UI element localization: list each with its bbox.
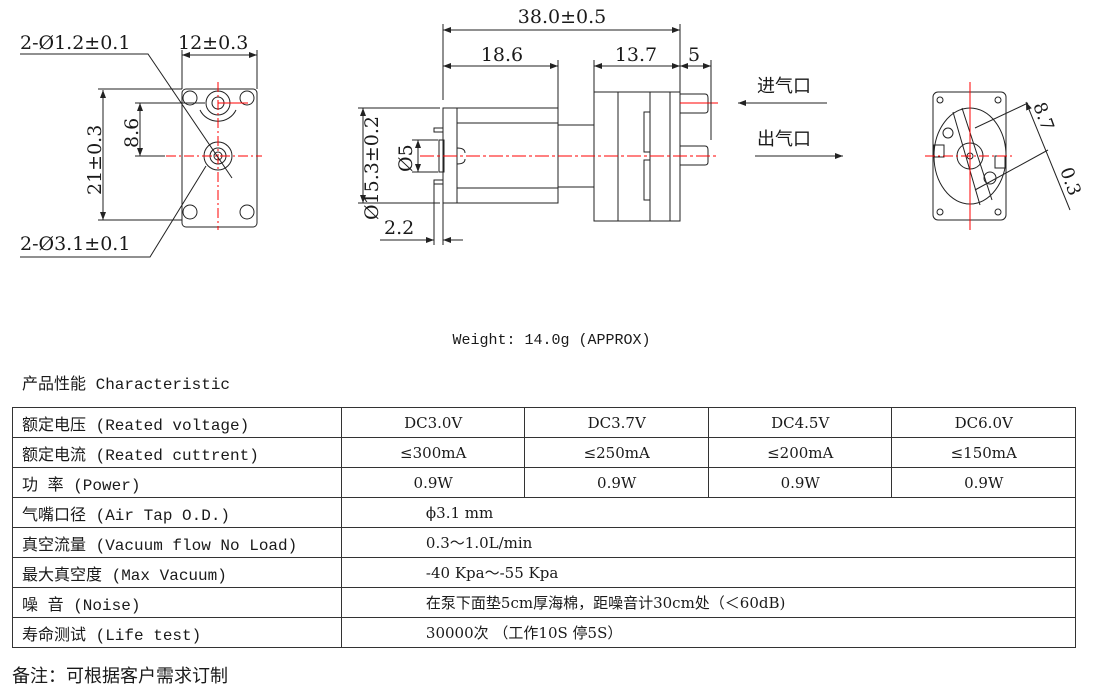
back-dim-a: 8.7 bbox=[1028, 100, 1058, 134]
cell: ≤250mA bbox=[524, 437, 709, 468]
outlet-label: 出气口 bbox=[757, 129, 811, 150]
row-label: 噪 音 (Noise) bbox=[12, 587, 342, 618]
diameter-dim: Ø15.3±0.2 bbox=[361, 116, 383, 220]
table-row: 气嘴口径 (Air Tap O.D.)ϕ3.1 mm bbox=[12, 497, 1077, 528]
length-dim: 38.0±0.5 bbox=[518, 6, 606, 28]
cell: 0.9W bbox=[524, 467, 709, 498]
front-view: 2-Ø1.2±0.1 12±0.3 21±0.3 8.6 2-Ø3.1±0.1 bbox=[20, 32, 262, 258]
row-label: 寿命测试 (Life test) bbox=[12, 617, 342, 648]
row-label: 额定电流 (Reated cuttrent) bbox=[12, 437, 342, 468]
cell: ≤300mA bbox=[340, 437, 526, 468]
row-label: 最大真空度 (Max Vacuum) bbox=[12, 557, 342, 588]
cell: 30000次 （工作10S 停5S） bbox=[340, 617, 1077, 648]
flange-dim: 2.2 bbox=[384, 217, 414, 239]
port-length-dim: 5 bbox=[688, 44, 700, 66]
cell: ≤150mA bbox=[891, 437, 1076, 468]
width-dim: 12±0.3 bbox=[178, 32, 248, 54]
cell: DC3.7V bbox=[524, 407, 709, 438]
cell: 0.9W bbox=[340, 467, 526, 498]
cell: DC6.0V bbox=[891, 407, 1076, 438]
cell: 0.9W bbox=[891, 467, 1076, 498]
technical-drawing: 2-Ø1.2±0.1 12±0.3 21±0.3 8.6 2-Ø3.1±0.1 bbox=[20, 6, 1085, 258]
row-label: 额定电压 (Reated voltage) bbox=[12, 407, 342, 438]
inlet-label: 进气口 bbox=[757, 76, 811, 97]
motor-length-dim: 18.6 bbox=[481, 44, 523, 66]
section-title: 产品性能 Characteristic bbox=[22, 376, 231, 394]
cell: DC4.5V bbox=[707, 407, 893, 438]
table-row: 真空流量 (Vacuum flow No Load)0.3～1.0L/min bbox=[12, 527, 1077, 558]
weight-label: Weight: 14.0g (APPROX) bbox=[452, 332, 651, 349]
cell: ≤200mA bbox=[707, 437, 893, 468]
cell: 0.3～1.0L/min bbox=[340, 527, 1077, 558]
back-dim-b: 0.3 bbox=[1055, 165, 1085, 199]
table-row: 寿命测试 (Life test)30000次 （工作10S 停5S） bbox=[12, 617, 1077, 648]
row-label: 功 率 (Power) bbox=[12, 467, 342, 498]
cell: ϕ3.1 mm bbox=[340, 497, 1077, 528]
row-label: 真空流量 (Vacuum flow No Load) bbox=[12, 527, 342, 558]
footnote: 备注：可根据客户需求订制 bbox=[12, 666, 228, 687]
back-view: 8.7 0.3 bbox=[925, 82, 1085, 230]
cell: 在泵下面垫5cm厚海棉，距噪音计30cm处（＜60dB) bbox=[340, 587, 1077, 618]
cell: -40 Kpa～-55 Kpa bbox=[340, 557, 1077, 588]
head-length-dim: 13.7 bbox=[615, 44, 657, 66]
shaft-dim: Ø5 bbox=[395, 144, 417, 172]
hole-note: 2-Ø1.2±0.1 bbox=[20, 32, 130, 54]
row-label: 气嘴口径 (Air Tap O.D.) bbox=[12, 497, 342, 528]
cell: 0.9W bbox=[707, 467, 893, 498]
height-dim: 21±0.3 bbox=[84, 125, 106, 195]
side-view: 38.0±0.5 18.6 13.7 5 Ø15.3±0.2 Ø5 2.2 进气… bbox=[358, 6, 843, 245]
port-note: 2-Ø3.1±0.1 bbox=[20, 233, 130, 255]
table-row: 噪 音 (Noise)在泵下面垫5cm厚海棉，距噪音计30cm处（＜60dB) bbox=[12, 587, 1077, 618]
table-row: 最大真空度 (Max Vacuum)-40 Kpa～-55 Kpa bbox=[12, 557, 1077, 588]
port-spacing-dim: 8.6 bbox=[121, 118, 143, 148]
cell: DC3.0V bbox=[340, 407, 526, 438]
table-row: 额定电流 (Reated cuttrent)≤300mA≤250mA≤200mA… bbox=[12, 437, 1076, 468]
